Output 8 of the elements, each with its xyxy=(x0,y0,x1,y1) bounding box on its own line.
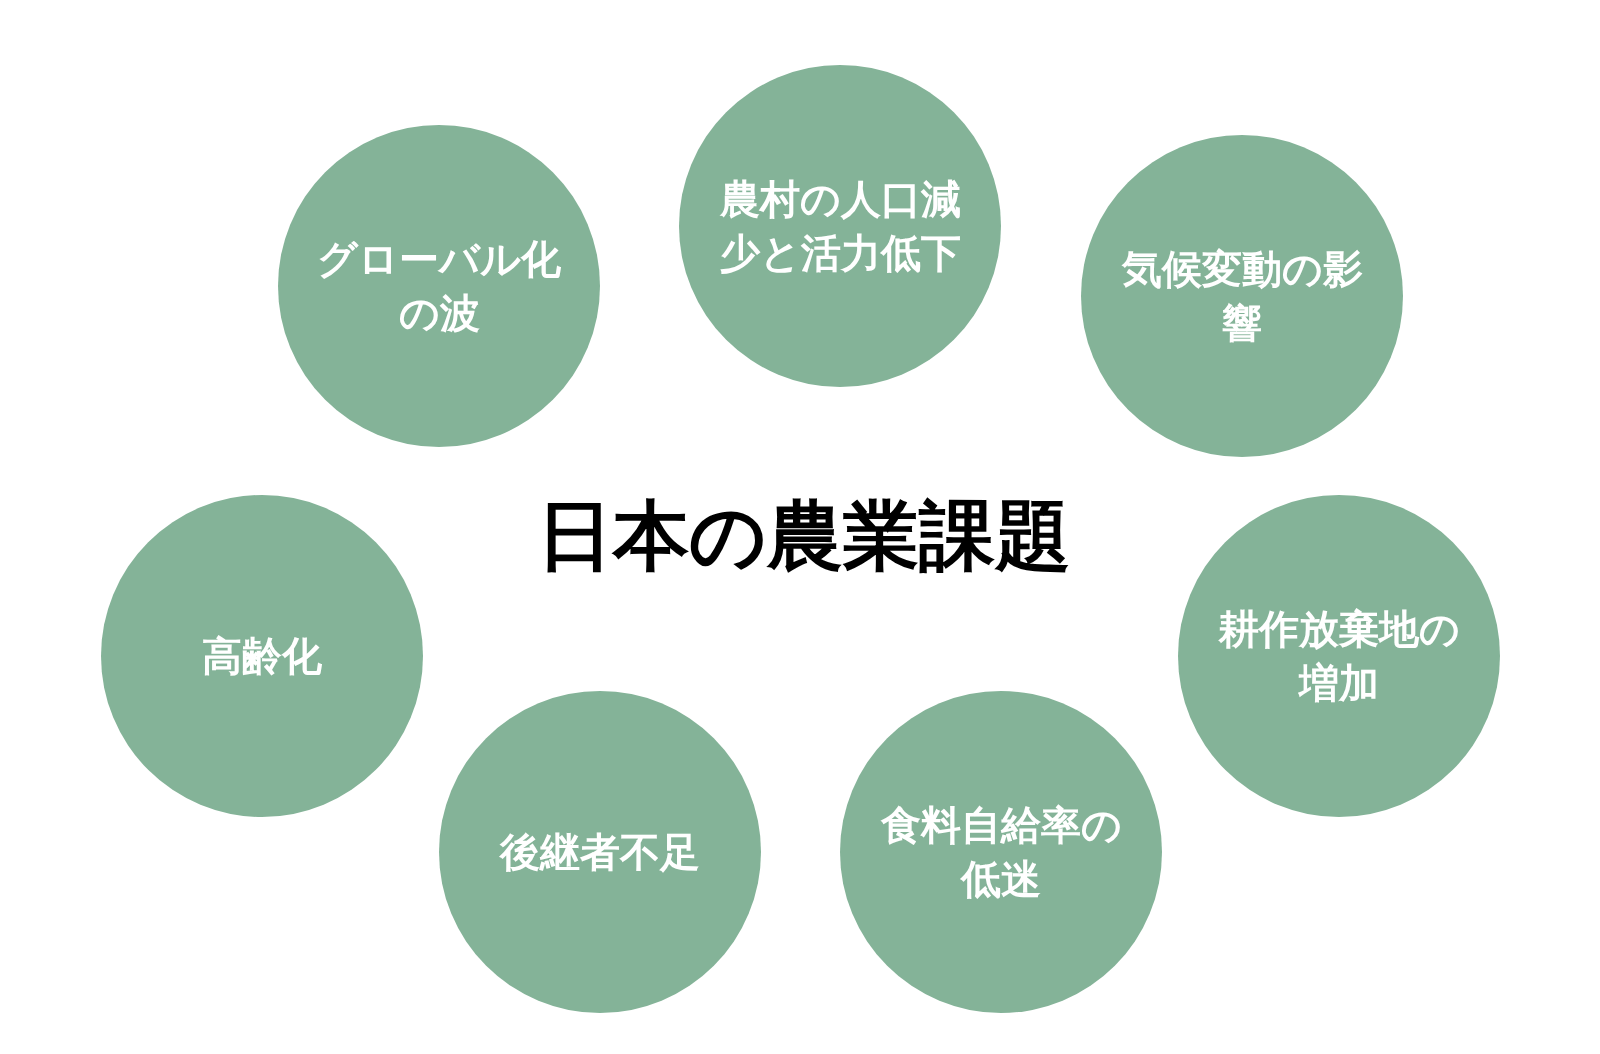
circle-label: 後継者不足 xyxy=(498,828,701,877)
circle-label: 高齢化 xyxy=(201,632,323,681)
circle-label: 食料自給率の低迷 xyxy=(879,801,1123,904)
title: 日本の農業課題 xyxy=(537,494,1071,578)
circle-label: 農村の人口減少と活力低下 xyxy=(718,175,962,278)
circle-label: 耕作放棄地の増加 xyxy=(1217,605,1461,708)
circle-label: 気候変動の影響 xyxy=(1120,245,1364,348)
circle-label: グローバル化の波 xyxy=(316,235,562,338)
